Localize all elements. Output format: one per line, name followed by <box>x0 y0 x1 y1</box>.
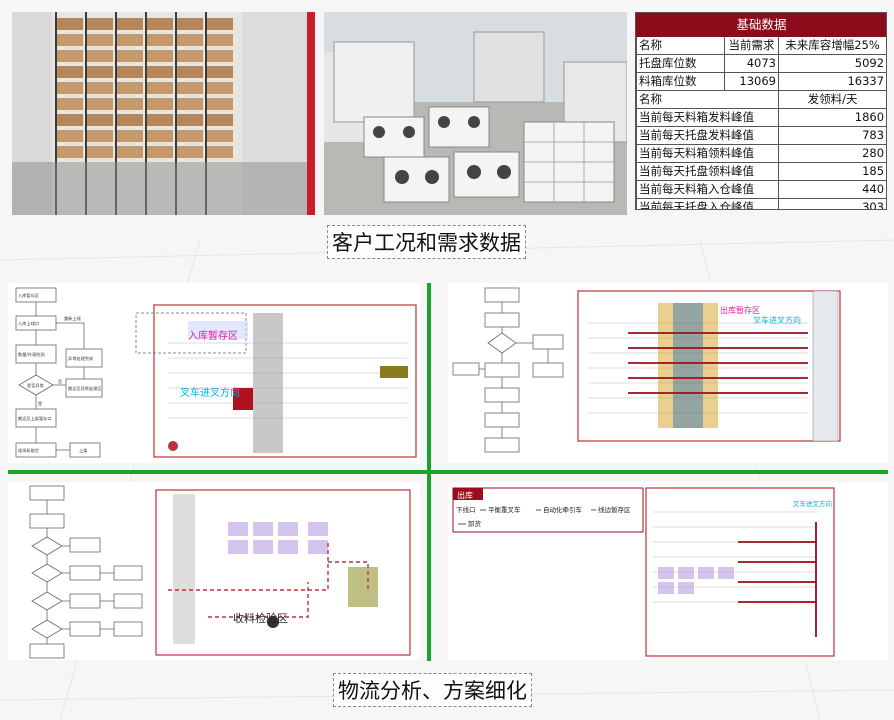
table-cell: 5092 <box>777 54 886 73</box>
table-cell: 当前每天料箱发料峰值 <box>636 108 779 127</box>
route-tag: 出库 <box>457 490 473 500</box>
header-cell: 未来库容增幅25% <box>777 36 886 55</box>
route-step: 线边暂存区 <box>598 505 631 514</box>
header-cell: 名称 <box>636 90 779 109</box>
caption-customer-data: 客户工况和需求数据 <box>327 225 526 259</box>
table-cell: 当前每天托盘入仓峰值 <box>636 198 779 209</box>
table-row: 托盘库位数 4073 5092 <box>636 54 886 73</box>
annot-direction: 叉车进叉方向 <box>793 499 832 508</box>
table-cell: 783 <box>777 126 886 145</box>
flow-node-label: 搬运至异常处理区 <box>68 385 102 392</box>
route-step: 卸货 <box>468 519 482 528</box>
table-header-row: 名称 当前需求 未来库容增幅25% <box>636 36 886 55</box>
table-title: 基础数据 <box>636 13 886 37</box>
route-step: 自动化牵引车 <box>543 505 583 514</box>
table-cell: 料箱库位数 <box>636 72 725 91</box>
flow-edge-label: 否 <box>58 379 62 385</box>
inbound-flow-diagram: 入库暂存区 入库上线口 数量/外观检测 是否异常 搬运至上架暂存口 堆垛机取货 … <box>8 283 420 463</box>
flow-node-label: 堆垛机取货 <box>18 447 39 454</box>
route-step: 下线口 <box>456 505 476 514</box>
table-cell: 当前每天料箱领料峰值 <box>636 144 779 163</box>
table-cell: 280 <box>777 144 886 163</box>
rooftop-units-photo <box>324 12 627 215</box>
basic-data-table: 基础数据 名称 当前需求 未来库容增幅25% 托盘库位数 4073 5092 料… <box>635 12 887 210</box>
flow-node-label: 入库暂存区 <box>18 292 39 299</box>
flow-node-label: 搬运至上架暂存口 <box>18 415 52 422</box>
flow-node-label: 重新上线 <box>64 315 82 322</box>
caption-logistics-analysis: 物流分析、方案细化 <box>333 673 532 707</box>
warehouse-racking-photo <box>12 12 315 215</box>
annot-direction: 叉车进叉方向 <box>753 315 801 325</box>
flow-edge-label: 是 <box>38 401 43 407</box>
table-title-row: 基础数据 <box>636 13 886 37</box>
table-cell: 16337 <box>777 72 886 91</box>
table-cell: 303 <box>777 198 886 209</box>
route-step: 平衡重叉车 <box>488 505 521 514</box>
flow-node-label: 上架 <box>79 447 87 454</box>
table-cell: 440 <box>777 180 886 199</box>
outbound-flow-diagram: 出库暂存区 叉车进叉方向 <box>448 283 888 463</box>
flow-node-label: 是否异常 <box>27 382 44 389</box>
annot-zone: 出库暂存区 <box>720 305 760 315</box>
table-cell: 托盘库位数 <box>636 54 725 73</box>
table-cell: 1860 <box>777 108 886 127</box>
flow-node-label: 数量/外观检测 <box>18 351 45 358</box>
table-cell: 185 <box>777 162 886 181</box>
annot-direction: 叉车进叉方向 <box>180 386 240 399</box>
flow-node-label: 异常处理完成 <box>68 355 93 362</box>
flow-node-label: 入库上线口 <box>18 320 39 327</box>
receiving-inspection-diagram: 收料检验区 <box>8 482 420 660</box>
table-cell: 当前每天托盘领料峰值 <box>636 162 779 181</box>
annot-zone: 收料检验区 <box>233 611 288 625</box>
header-cell: 发领料/天 <box>777 90 886 109</box>
table-cell: 13069 <box>724 72 779 91</box>
table-cell: 4073 <box>724 54 779 73</box>
table-cell: 当前每天料箱入仓峰值 <box>636 180 779 199</box>
outbound-route-diagram: 出库 下线口 平衡重叉车 自动化牵引车 线边暂存区 卸货 叉车进叉方向 <box>448 482 888 660</box>
header-cell: 当前需求 <box>724 36 779 55</box>
horizontal-divider <box>8 470 888 474</box>
table-cell: 当前每天托盘发料峰值 <box>636 126 779 145</box>
header-cell: 名称 <box>636 36 725 55</box>
annot-zone: 入库暂存区 <box>188 329 238 342</box>
table-row: 料箱库位数 13069 16337 <box>636 72 886 91</box>
table-header-row: 名称 发领料/天 <box>636 90 886 109</box>
